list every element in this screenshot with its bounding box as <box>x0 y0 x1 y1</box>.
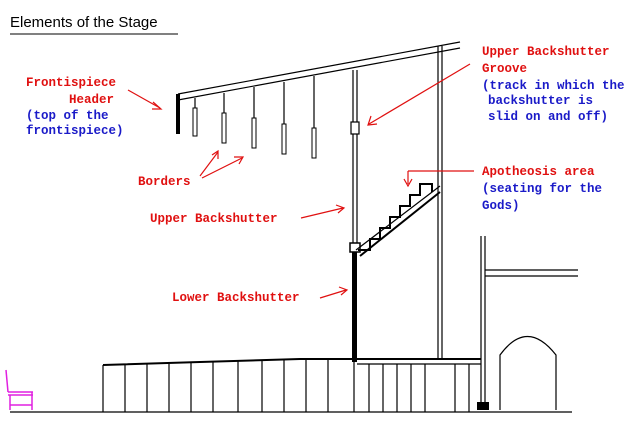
label-upper-backshutter: Upper Backshutter <box>150 212 278 226</box>
note-groove: (track in which the backshutter is slid … <box>482 79 632 124</box>
label-upper-backshutter-groove: Upper Backshutter Groove <box>482 45 617 76</box>
frontispiece-header-beam <box>176 41 461 134</box>
arrow-borders <box>199 149 245 179</box>
borders-drops <box>192 76 317 159</box>
arrow-groove <box>367 63 471 126</box>
label-borders: Borders <box>138 175 191 189</box>
rear-column <box>437 46 443 360</box>
arrow-apotheosis <box>403 170 474 188</box>
label-frontispiece-header: Frontispiece Header <box>26 76 124 107</box>
arrow-frontispiece <box>127 89 163 110</box>
label-apotheosis-area: Apotheosis area <box>482 165 595 179</box>
upper-backshutter <box>349 70 361 253</box>
arrow-upper-backshutter <box>300 204 346 219</box>
arrow-lower-backshutter <box>319 286 349 299</box>
label-lower-backshutter: Lower Backshutter <box>172 291 300 305</box>
diagram-title: Elements of the Stage <box>10 14 158 31</box>
apotheosis-stairs <box>355 183 441 257</box>
lower-backshutter <box>352 252 357 412</box>
right-wing <box>477 236 578 410</box>
note-apotheosis: (seating for the Gods) <box>482 182 610 213</box>
note-frontispiece: (top of the frontispiece) <box>26 109 124 138</box>
stage-floor <box>10 358 572 413</box>
chair-icon <box>5 369 33 410</box>
